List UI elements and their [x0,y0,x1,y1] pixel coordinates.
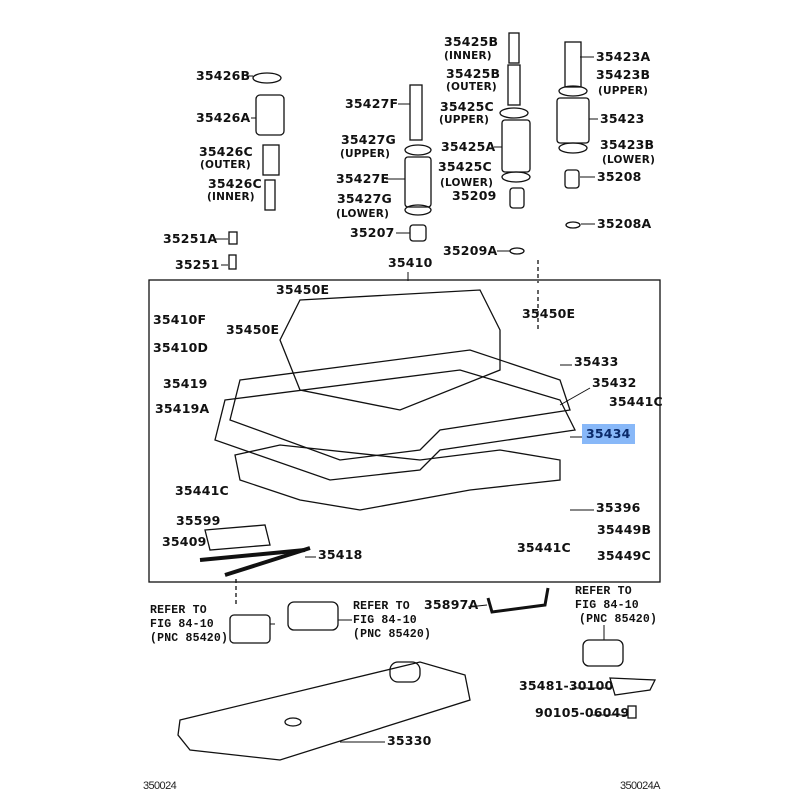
accumulator-piston [255,94,285,136]
part-label-35208A: 35208A [597,216,652,231]
part-label-35599: 35599 [176,513,221,528]
qualifier-upper: (UPPER) [598,85,649,97]
part-label-35423B-upper: 35423B [596,67,651,82]
part-label-35410D: 35410D [153,340,209,355]
part-label-35410F: 35410F [153,312,207,327]
part-label-35409: 35409 [162,534,207,549]
piston [501,119,531,173]
spring [262,144,280,176]
part-label-35418: 35418 [318,547,363,562]
refer-line: FIG 84-10 [353,614,417,627]
part-label-35396: 35396 [596,500,641,515]
part-label-35441C: 35441C [175,483,229,498]
refer-line: FIG 84-10 [150,618,214,631]
refer-line: REFER TO [353,600,410,613]
part-label-35425B-inner: 35425B [444,34,499,49]
part-label-35481-30100: 35481-30100 [519,678,614,693]
qualifier-inner: (INNER) [444,50,492,62]
oil-pan [177,661,471,761]
part-label-35427G-lower: 35427G [337,191,392,206]
spring [228,231,238,245]
qualifier-lower: (LOWER) [336,208,390,220]
part-label-35423B-lower: 35423B [600,137,655,152]
part-label-35441C: 35441C [609,394,663,409]
part-label-35427G-upper: 35427G [341,132,396,147]
part-label-35410: 35410 [388,255,433,270]
gasket [214,369,576,481]
qualifier-lower: (LOWER) [440,177,494,189]
part-label-35423: 35423 [600,111,645,126]
part-label-35209: 35209 [452,188,497,203]
qualifier-upper: (UPPER) [439,114,490,126]
refer-note-left: REFER TO FIG 84-10 (PNC 85420) [150,604,228,646]
refer-note-right: REFER TO FIG 84-10 (PNC 85420) [575,585,657,627]
part-label-35427E: 35427E [336,171,390,186]
part-label-35207: 35207 [350,225,395,240]
part-label-35433: 35433 [574,354,619,369]
part-label-35426A: 35426A [196,110,251,125]
part-label-35425B-outer: 35425B [446,66,501,81]
lower-valve-body [234,444,561,511]
part-label-35419: 35419 [163,376,208,391]
part-label-35251A: 35251A [163,231,218,246]
spring [508,32,520,64]
part-label-35330: 35330 [387,733,432,748]
refer-line: FIG 84-10 [575,599,639,612]
refer-note-middle: REFER TO FIG 84-10 (PNC 85420) [353,600,431,642]
valve-body-frame [148,279,661,583]
part-label-35449B: 35449B [597,522,652,537]
qualifier-upper: (UPPER) [340,148,391,160]
part-label-35426C-inner: 35426C [208,176,262,191]
figure-code-left: 350024 [143,780,177,792]
part-label-35441C: 35441C [517,540,571,555]
qualifier-inner: (INNER) [207,191,255,203]
solenoid [229,614,271,644]
piston [556,97,590,144]
part-label-35208: 35208 [597,169,642,184]
qualifier-outer: (OUTER) [200,159,251,171]
separator-plate [229,349,571,461]
qualifier-lower: (LOWER) [602,154,656,166]
part-label-35450E: 35450E [276,282,330,297]
refer-line: REFER TO [575,585,632,598]
part-label-35450E: 35450E [522,306,576,321]
spring [564,41,582,88]
plate [204,524,271,551]
spring [409,84,423,141]
part-label-90105-06049: 90105-06049 [535,705,630,720]
part-label-35426B: 35426B [196,68,251,83]
part-label-35209A: 35209A [443,243,498,258]
part-label-35897A: 35897A [424,597,479,612]
qualifier-outer: (OUTER) [446,81,497,93]
part-label-35449C: 35449C [597,548,651,563]
part-label-35425A: 35425A [441,139,496,154]
pin [228,254,237,270]
piston [404,156,432,208]
upper-valve-body [279,289,501,411]
part-label-35425C-upper: 35425C [440,99,494,114]
figure-code-right: 350024A [620,780,660,792]
part-label-35426C-outer: 35426C [199,144,253,159]
solenoid [287,601,339,631]
pipe [486,587,550,614]
part-label-35251: 35251 [175,257,220,272]
spring [507,64,521,106]
solenoid [582,639,624,667]
refer-line: (PNC 85420) [353,628,432,641]
part-label-35432: 35432 [592,375,637,390]
part-label-35427F: 35427F [345,96,399,111]
part-label-35425C-lower: 35425C [438,159,492,174]
refer-line: REFER TO [150,604,207,617]
refer-line: (PNC 85420) [579,613,658,626]
part-label-35419A: 35419A [155,401,210,416]
part-label-35423A: 35423A [596,49,651,64]
spring [264,179,276,211]
o-ring [252,72,282,84]
part-label-35450E: 35450E [226,322,280,337]
part-label-35434-highlighted[interactable]: 35434 [582,424,635,444]
refer-line: (PNC 85420) [150,632,229,645]
